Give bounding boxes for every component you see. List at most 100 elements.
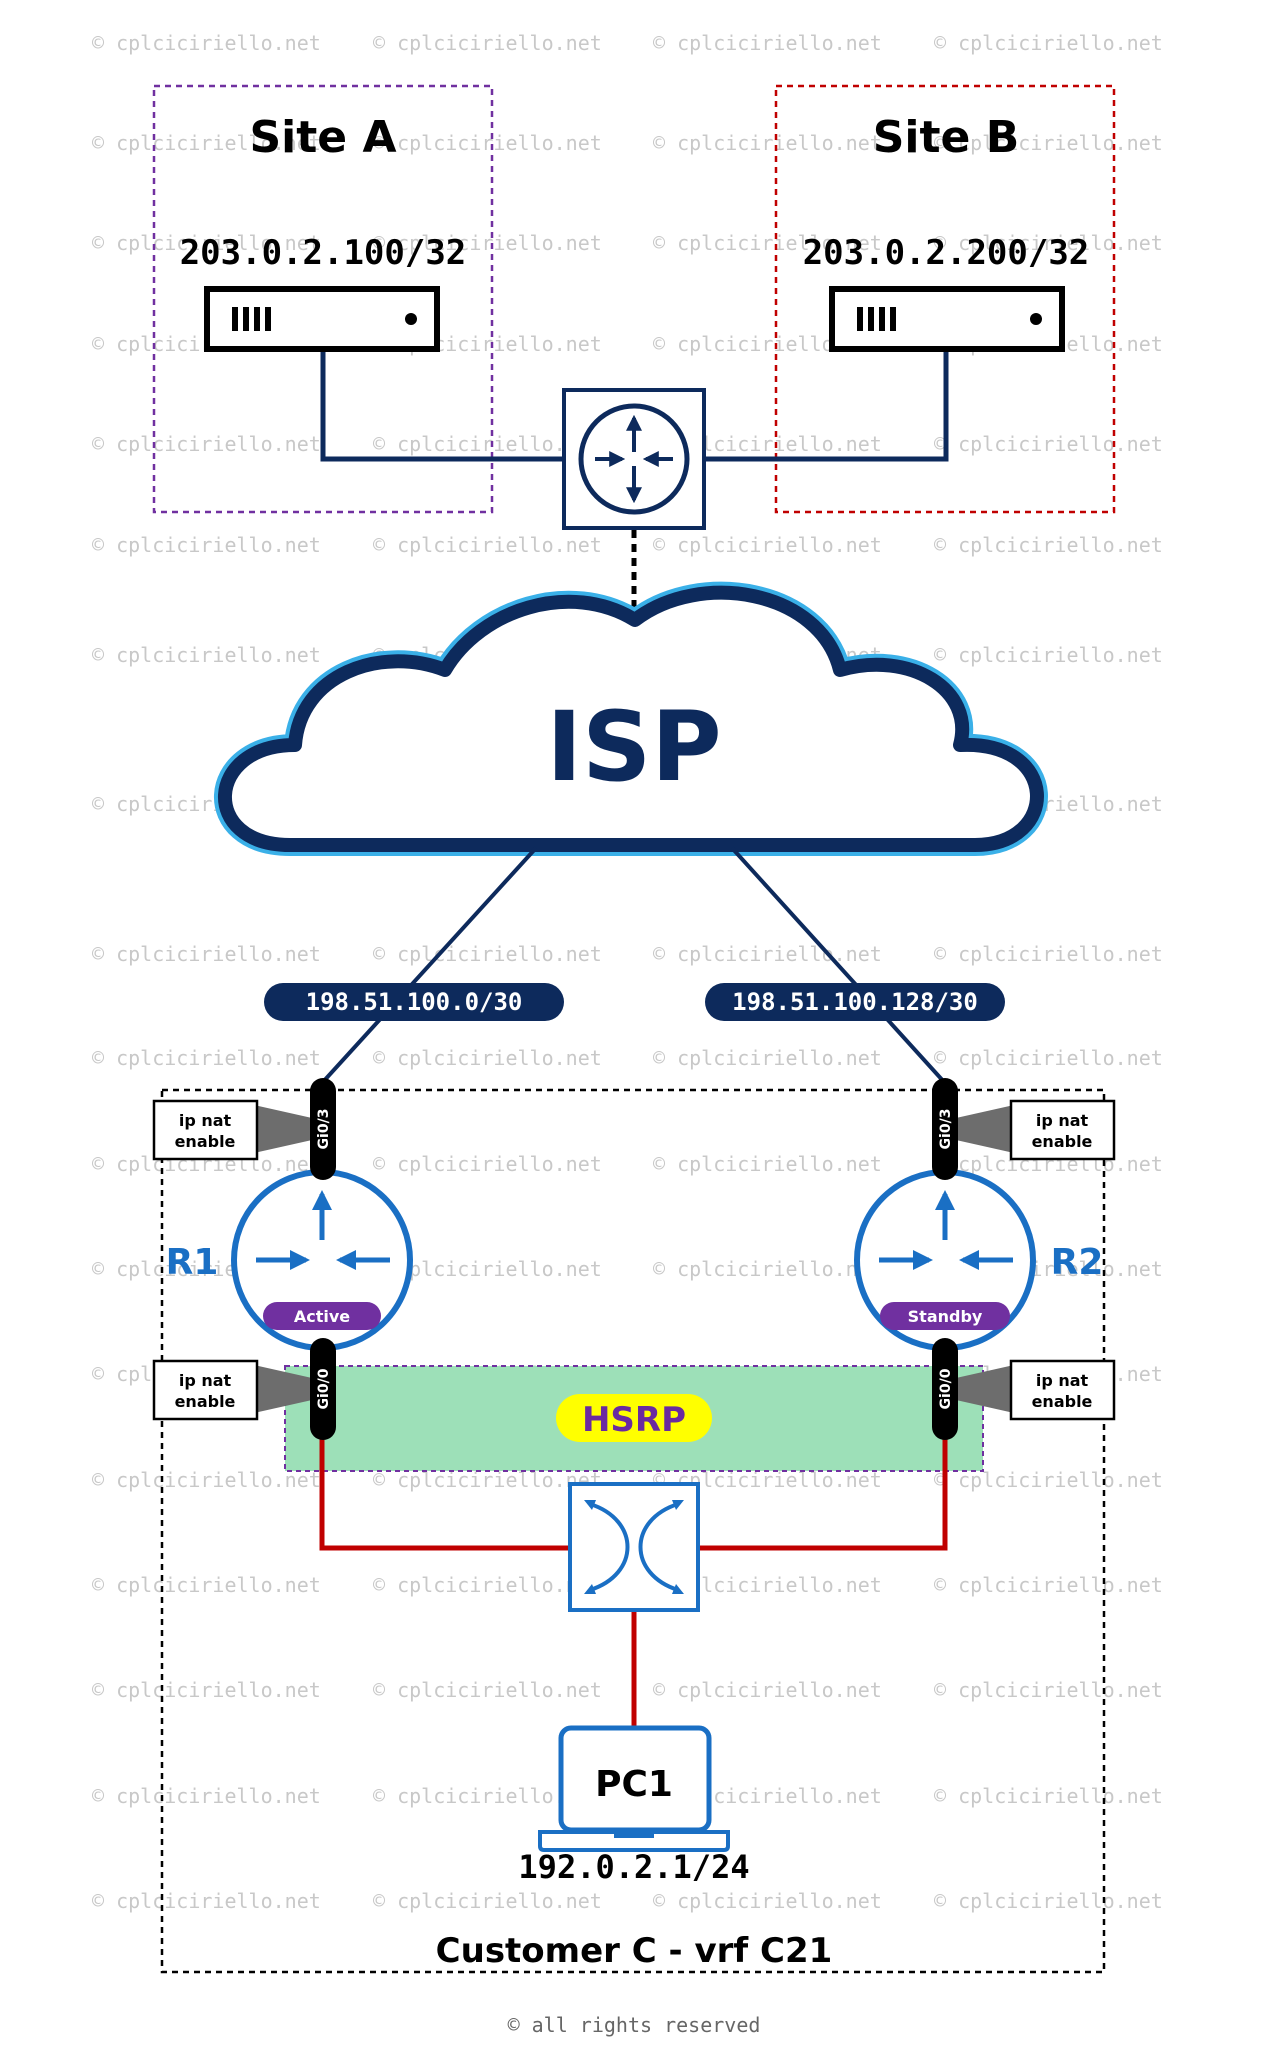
watermark-text: © cplciciriello.net (373, 231, 602, 255)
svg-text:enable: enable (175, 1132, 236, 1151)
watermark-text: © cplciciriello.net (934, 131, 1163, 155)
site-a-region (152, 84, 494, 514)
watermark-text: © cplciciriello.net (92, 231, 321, 255)
watermark-text: © cplciciriello.net (934, 231, 1163, 255)
r1-wan-nat-box: ip nat enable (152, 1099, 259, 1161)
watermark-text: © cplciciriello.net (934, 533, 1163, 557)
site-a-link (320, 352, 566, 462)
r2-to-switch-link (698, 1435, 948, 1551)
r1-lan-nat-box: ip nat enable (152, 1359, 259, 1421)
watermark-text: © cplciciriello.net (92, 1573, 321, 1597)
svg-text:Gi0/0: Gi0/0 (938, 1368, 954, 1409)
watermark-text: © cplciciriello.net (92, 1784, 321, 1808)
site-a-ip: 203.0.2.100/32 (180, 233, 467, 273)
watermark-text: © cplciciriello.net (373, 942, 602, 966)
svg-text:ip nat: ip nat (1036, 1371, 1089, 1390)
watermark-text: © cplciciriello.net (92, 942, 321, 966)
watermark-text: © cplciciriello.net (653, 131, 882, 155)
watermark-text: © cplciciriello.net (92, 1889, 321, 1913)
watermark-text: © cplciciriello.net (653, 1257, 882, 1281)
watermark-text: © cplciciriello.net (653, 942, 882, 966)
watermark-text: © cplciciriello.net (373, 1046, 602, 1070)
r1-wan-nat-pointer (254, 1105, 312, 1153)
watermark-text: © cplciciriello.net (934, 1468, 1163, 1492)
svg-text:enable: enable (1032, 1132, 1093, 1151)
site-b-ip: 203.0.2.200/32 (803, 233, 1090, 273)
r2-state-badge: Standby (880, 1302, 1010, 1330)
subnet-right-badge: 198.51.100.128/30 (705, 983, 1005, 1021)
isp-label: ISP (546, 691, 721, 803)
watermark-text: © cplciciriello.net (653, 231, 882, 255)
watermark-text: © cplciciriello.net (653, 1152, 882, 1176)
svg-text:198.51.100.0/30: 198.51.100.0/30 (306, 988, 523, 1016)
watermark-text: © cplciciriello.net (373, 533, 602, 557)
r2-wan-nat-pointer (956, 1105, 1014, 1153)
watermark-text: © cplciciriello.net (373, 1573, 602, 1597)
isp-to-r1-link (320, 846, 538, 1085)
watermark-text: © cplciciriello.net (934, 942, 1163, 966)
watermark-text: © cplciciriello.net (934, 1889, 1163, 1913)
watermark-text: © cplciciriello.net (373, 131, 602, 155)
r2-lan-nat-box: ip nat enable (1009, 1359, 1116, 1421)
watermark-text: © cplciciriello.net (373, 1678, 602, 1702)
r1-to-switch-link (319, 1435, 570, 1551)
watermark-text: © cplciciriello.net (653, 1889, 882, 1913)
watermark-text: © cplciciriello.net (373, 31, 602, 55)
copyright-text: © all rights reserved (508, 2013, 761, 2037)
svg-text:ip nat: ip nat (1036, 1111, 1089, 1130)
r1-state-badge: Active (263, 1302, 381, 1330)
isp-cloud-icon (214, 581, 1048, 856)
svg-text:ip nat: ip nat (179, 1111, 232, 1130)
svg-text:198.51.100.128/30: 198.51.100.128/30 (732, 988, 978, 1016)
r1-name: R1 (166, 1242, 219, 1283)
switch-icon (568, 1482, 700, 1612)
svg-text:enable: enable (1032, 1392, 1093, 1411)
r1-lan-port: Gi0/0 (310, 1338, 336, 1440)
customer-region (160, 1088, 1106, 1974)
watermark-text: © cplciciriello.net (934, 1678, 1163, 1702)
svg-text:Active: Active (294, 1307, 350, 1326)
watermark-text: © cplciciriello.net (934, 432, 1163, 456)
watermark-text: © cplciciriello.net (934, 1784, 1163, 1808)
server-a-server-icon (204, 286, 440, 352)
watermark-text: © cplciciriello.net (934, 1573, 1163, 1597)
site-b-link (704, 352, 949, 462)
r2-wan-nat-box: ip nat enable (1009, 1099, 1116, 1161)
r2-lan-port: Gi0/0 (932, 1338, 958, 1440)
watermark-text: © cplciciriello.net (92, 432, 321, 456)
r2-name: R2 (1051, 1242, 1104, 1283)
svg-text:Gi0/3: Gi0/3 (938, 1109, 954, 1150)
r2-wan-port: Gi0/3 (932, 1078, 958, 1180)
r1-lan-nat-pointer (254, 1365, 312, 1413)
isp-to-r2-link (730, 846, 947, 1085)
r2-lan-nat-pointer (956, 1365, 1014, 1413)
watermark-text: © cplciciriello.net (934, 31, 1163, 55)
core-router-icon (562, 388, 706, 530)
watermark-text: © cplciciriello.net (373, 1889, 602, 1913)
watermark-text: © cplciciriello.net (92, 533, 321, 557)
watermark-text: © cplciciriello.net (92, 643, 321, 667)
watermark-text: © cplciciriello.net (92, 1468, 321, 1492)
watermark-text: © cplciciriello.net (92, 131, 321, 155)
watermark-text: © cplciciriello.net (653, 1046, 882, 1070)
watermark-text: © cplciciriello.net (92, 1046, 321, 1070)
svg-text:enable: enable (175, 1392, 236, 1411)
site-a-title: Site A (249, 112, 396, 163)
subnet-left-badge: 198.51.100.0/30 (264, 983, 564, 1021)
watermark-text: © cplciciriello.net (653, 31, 882, 55)
svg-text:Gi0/0: Gi0/0 (316, 1368, 332, 1409)
watermark-text: © cplciciriello.net (373, 1152, 602, 1176)
watermark-text: © cplciciriello.net (653, 533, 882, 557)
watermark-text: © cplciciriello.net (92, 1678, 321, 1702)
watermark-text: © cplciciriello.net (934, 1046, 1163, 1070)
svg-text:Gi0/3: Gi0/3 (316, 1109, 332, 1150)
pc1-ip: 192.0.2.1/24 (518, 1848, 749, 1886)
site-b-title: Site B (873, 112, 1020, 163)
svg-text:HSRP: HSRP (582, 1400, 686, 1440)
svg-text:ip nat: ip nat (179, 1371, 232, 1390)
svg-text:Standby: Standby (908, 1307, 983, 1326)
r1-wan-port: Gi0/3 (310, 1078, 336, 1180)
hsrp-badge: HSRP (556, 1394, 712, 1442)
pc1-laptop-icon (538, 1725, 730, 1852)
